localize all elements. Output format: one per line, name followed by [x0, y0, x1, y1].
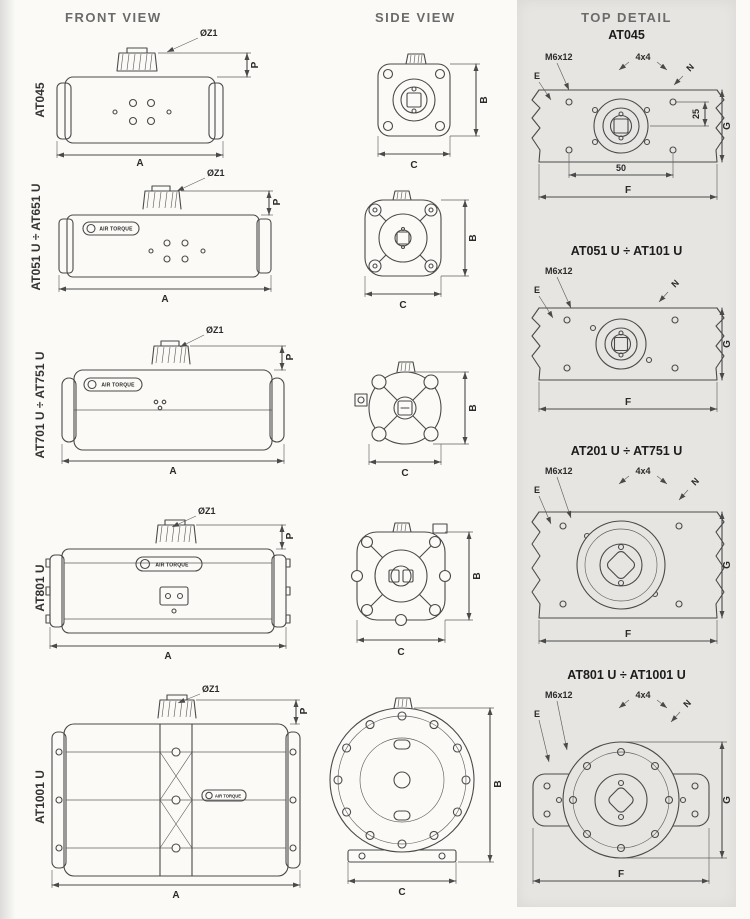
label-25: 25	[691, 109, 701, 119]
dim-label-c: C	[397, 647, 404, 658]
dim-label-a: A	[164, 651, 171, 662]
at051-front-view-drawing: ØZ1 P AIR TORQUE A	[58, 168, 283, 305]
label-f: F	[618, 869, 624, 880]
dim-label-b: B	[479, 96, 490, 103]
side-view-header: SIDE VIEW	[375, 10, 456, 25]
dim-label-b: B	[472, 572, 483, 579]
air-torque-logo: AIR TORQUE	[201, 789, 247, 802]
label-f: F	[625, 397, 631, 408]
label-f: F	[625, 629, 631, 640]
dim-label-p: P	[285, 353, 296, 360]
at701-side-view-drawing: B C	[354, 361, 479, 479]
label-e: E	[534, 71, 540, 81]
label-m6x12: M6x12	[545, 266, 573, 276]
label-m6x12: M6x12	[545, 52, 573, 62]
dim-label-a: A	[136, 158, 143, 169]
dim-label-z1: ØZ1	[206, 325, 224, 335]
at045-side-view-drawing: B C	[377, 53, 490, 171]
dim-label-b: B	[493, 780, 504, 787]
label-e: E	[534, 709, 540, 719]
label-n: N	[681, 698, 693, 710]
dim-label-c: C	[410, 160, 417, 171]
label-g: G	[722, 122, 733, 130]
top-detail-panel: TOP DETAIL AT045 M6x12 E 4x4 N	[517, 0, 736, 907]
row-label-at801: AT801 U	[33, 564, 47, 612]
top-detail-header: TOP DETAIL	[581, 10, 672, 25]
top-detail-at051-drawing: M6x12 E N G F	[531, 266, 733, 412]
at801-front-view-drawing: ØZ1 P AIR TORQUE A	[45, 506, 296, 662]
label-f: F	[625, 185, 631, 196]
label-n: N	[684, 62, 696, 74]
dim-label-z1: ØZ1	[202, 684, 220, 694]
front-view-header: FRONT VIEW	[65, 10, 162, 25]
top-detail-at801-drawing: M6x12 4x4 E N G	[532, 690, 733, 884]
brand-label: AIR TORQUE	[215, 794, 241, 799]
dim-label-c: C	[399, 300, 406, 311]
air-torque-logo: AIR TORQUE	[135, 556, 203, 572]
label-4x4: 4x4	[635, 52, 650, 62]
top-detail-at045-drawing: M6x12 E 4x4 N 25 G	[531, 52, 733, 200]
label-m6x12: M6x12	[545, 466, 573, 476]
at1001-front-view-drawing: ØZ1 P AIR TORQUE A	[51, 684, 310, 901]
dim-label-p: P	[272, 198, 283, 205]
label-g: G	[722, 561, 733, 569]
brand-label: AIR TORQUE	[155, 563, 189, 569]
top-detail-at201-drawing: M6x12 4x4 E N G F	[531, 466, 733, 644]
brand-label: AIR TORQUE	[101, 383, 135, 389]
scan-edge-shadow	[0, 0, 16, 919]
dim-label-a: A	[172, 890, 179, 901]
at051-side-view-drawing: B C	[364, 190, 479, 311]
dim-label-p: P	[299, 707, 310, 714]
label-n: N	[689, 476, 701, 488]
row-label-at045: AT045	[33, 82, 47, 118]
label-g: G	[722, 796, 733, 804]
row-label-at051: AT051 U ÷ AT651 U	[29, 183, 43, 291]
row-label-at1001: AT1001 U	[33, 770, 47, 824]
air-torque-logo: AIR TORQUE	[83, 377, 143, 392]
at801-side-view-drawing: B C	[350, 522, 483, 658]
dim-label-c: C	[401, 468, 408, 479]
air-torque-logo: AIR TORQUE	[82, 221, 140, 236]
brand-label: AIR TORQUE	[99, 227, 133, 233]
label-g: G	[722, 340, 733, 348]
detail-title-at045: AT045	[608, 28, 645, 42]
dim-label-b: B	[468, 234, 479, 241]
dim-label-b: B	[468, 404, 479, 411]
row-label-at701: AT701 U ÷ AT751 U	[33, 351, 47, 459]
at1001-side-view-drawing: B C	[329, 697, 504, 898]
label-4x4: 4x4	[635, 466, 650, 476]
label-m6x12: M6x12	[545, 690, 573, 700]
dim-label-a: A	[161, 294, 168, 305]
label-e: E	[534, 485, 540, 495]
dim-label-z1: ØZ1	[207, 168, 225, 178]
dim-label-z1: ØZ1	[198, 506, 216, 516]
dim-label-z1: ØZ1	[200, 28, 218, 38]
dim-label-p: P	[285, 532, 296, 539]
at701-front-view-drawing: ØZ1 P AIR TORQUE A	[61, 325, 296, 477]
dim-label-a: A	[169, 466, 176, 477]
label-n: N	[669, 278, 681, 290]
detail-title-at801: AT801 U ÷ AT1001 U	[567, 668, 686, 682]
label-4x4: 4x4	[635, 690, 650, 700]
label-50: 50	[616, 163, 626, 173]
label-e: E	[534, 285, 540, 295]
dim-label-p: P	[250, 61, 261, 68]
detail-title-at051: AT051 U ÷ AT101 U	[570, 244, 683, 258]
dim-label-c: C	[398, 887, 405, 898]
at045-front-view-drawing: ØZ1 P A	[56, 28, 261, 169]
detail-title-at201: AT201 U ÷ AT751 U	[570, 444, 683, 458]
